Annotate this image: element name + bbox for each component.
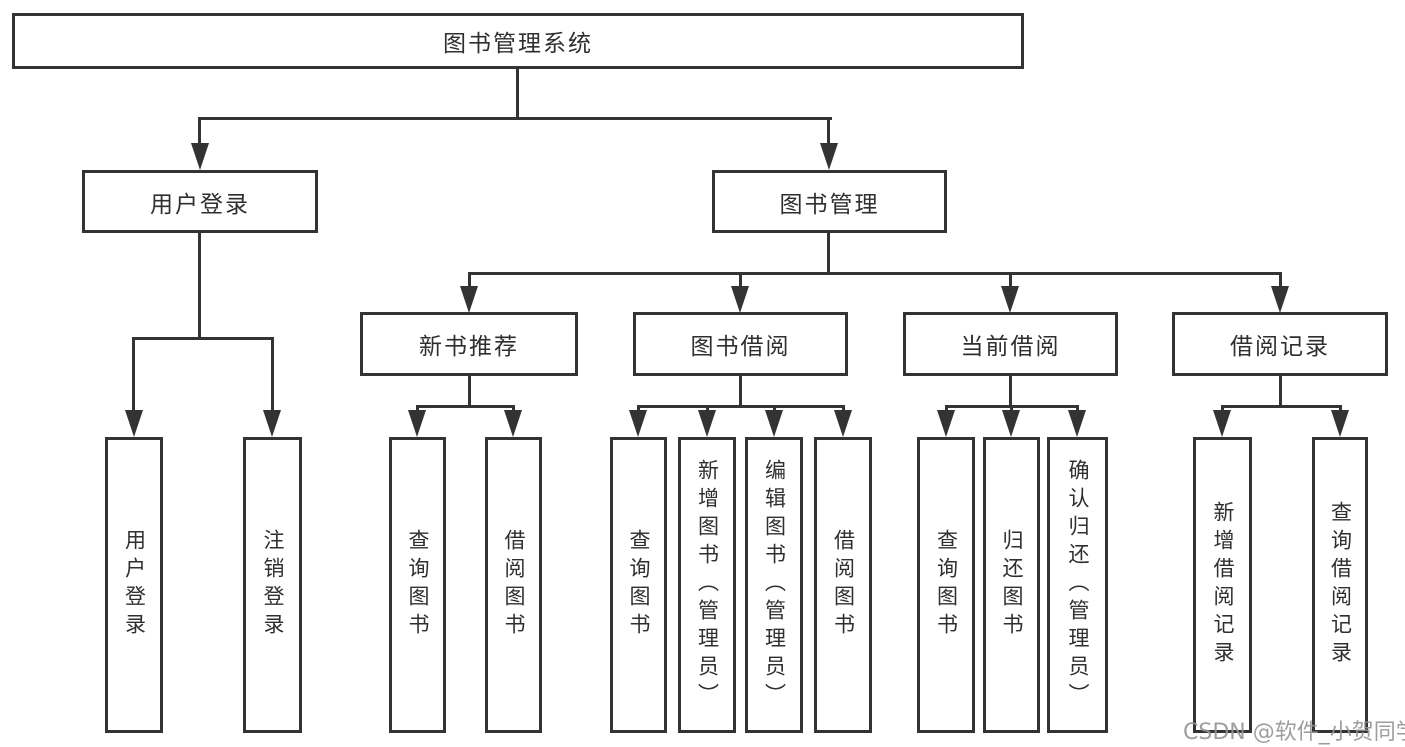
arrow-down-icon bbox=[504, 410, 522, 437]
connector-stub bbox=[739, 272, 742, 289]
node-bb-add-books-admin: 新增图书（管理员） bbox=[678, 437, 736, 733]
arrow-down-icon bbox=[834, 410, 852, 437]
arrow-down-icon bbox=[460, 286, 478, 313]
arrow-down-icon bbox=[191, 143, 209, 170]
node-borrowing-records: 借阅记录 bbox=[1172, 312, 1388, 376]
arrow-down-icon bbox=[731, 286, 749, 313]
node-cb-return-books-label: 归还图书 bbox=[1000, 529, 1024, 641]
node-root-title: 图书管理系统 bbox=[12, 13, 1024, 69]
node-book-management: 图书管理 bbox=[712, 170, 947, 233]
node-br-add-record-label: 新增借阅记录 bbox=[1211, 501, 1235, 669]
node-rec-borrow-books: 借阅图书 bbox=[485, 437, 542, 733]
connector-stub bbox=[945, 405, 948, 413]
node-br-add-record: 新增借阅记录 bbox=[1193, 437, 1252, 733]
node-bb-borrow-books: 借阅图书 bbox=[814, 437, 872, 733]
connector-stub bbox=[132, 337, 135, 412]
node-logout-leaf-label: 注销登录 bbox=[261, 529, 285, 641]
node-rec-query-books: 查询图书 bbox=[389, 437, 446, 733]
arrow-down-icon bbox=[629, 410, 647, 437]
node-root-label: 图书管理系统 bbox=[443, 31, 593, 57]
node-bb-edit-books-admin: 编辑图书（管理员） bbox=[745, 437, 803, 733]
connector-user-login-rail bbox=[132, 337, 274, 340]
arrow-down-icon bbox=[698, 410, 716, 437]
node-cb-query-books-label: 查询图书 bbox=[934, 529, 959, 641]
connector-stub bbox=[512, 405, 515, 413]
connector-stub bbox=[468, 272, 471, 289]
node-borrowing-records-label: 借阅记录 bbox=[1230, 334, 1330, 360]
arrow-down-icon bbox=[820, 143, 838, 170]
arrow-down-icon bbox=[1213, 410, 1231, 437]
node-bb-add-books-admin-label: 新增图书（管理员） bbox=[695, 459, 720, 711]
node-rec-query-books-label: 查询图书 bbox=[406, 529, 430, 641]
node-bb-edit-books-admin-label: 编辑图书（管理员） bbox=[762, 459, 787, 711]
node-logout-leaf: 注销登录 bbox=[243, 437, 302, 733]
node-user-login-leaf: 用户登录 bbox=[105, 437, 163, 733]
connector-level3-rail bbox=[468, 272, 1282, 275]
connector-rail bbox=[1221, 405, 1342, 408]
csdn-watermark: CSDN @软件_小贺同学 bbox=[1183, 720, 1405, 745]
connector-stub bbox=[842, 405, 845, 413]
arrow-down-icon bbox=[1331, 410, 1349, 437]
node-cb-query-books: 查询图书 bbox=[917, 437, 975, 733]
connector-stem bbox=[1279, 376, 1282, 408]
connector-stem bbox=[468, 376, 471, 408]
connector-stub bbox=[1221, 405, 1224, 413]
connector-user-login-stem bbox=[198, 233, 201, 340]
connector-rail bbox=[416, 405, 515, 408]
connector-stub bbox=[1279, 272, 1282, 289]
arrow-down-icon bbox=[937, 410, 955, 437]
node-user-login-label: 用户登录 bbox=[150, 191, 250, 218]
node-current-borrowing: 当前借阅 bbox=[903, 312, 1118, 376]
connector-stub bbox=[1009, 272, 1012, 289]
connector-level2-rail bbox=[198, 117, 832, 120]
connector-root-stem bbox=[516, 69, 519, 120]
node-cb-return-books: 归还图书 bbox=[983, 437, 1040, 733]
node-br-query-record-label: 查询借阅记录 bbox=[1328, 501, 1353, 669]
arrow-down-icon bbox=[1271, 286, 1289, 313]
connector-stub bbox=[827, 117, 830, 146]
connector-stub bbox=[416, 405, 419, 413]
node-new-book-recommend: 新书推荐 bbox=[360, 312, 578, 376]
node-user-login-leaf-label: 用户登录 bbox=[122, 529, 147, 641]
node-bb-borrow-books-label: 借阅图书 bbox=[831, 529, 856, 641]
arrow-down-icon bbox=[125, 410, 143, 437]
arrow-down-icon bbox=[408, 410, 426, 437]
connector-stub bbox=[1076, 405, 1079, 413]
arrow-down-icon bbox=[1068, 410, 1086, 437]
connector-stub bbox=[637, 405, 640, 413]
node-cb-confirm-return-admin: 确认归还（管理员） bbox=[1047, 437, 1108, 733]
node-br-query-record: 查询借阅记录 bbox=[1312, 437, 1368, 733]
node-new-book-recommend-label: 新书推荐 bbox=[419, 334, 519, 360]
connector-stem bbox=[1009, 376, 1012, 408]
connector-stub bbox=[198, 117, 201, 146]
node-book-borrowing-label: 图书借阅 bbox=[690, 334, 791, 360]
connector-stub bbox=[271, 337, 274, 412]
node-rec-borrow-books-label: 借阅图书 bbox=[502, 529, 526, 641]
connector-stub bbox=[773, 405, 776, 413]
arrow-down-icon bbox=[1001, 286, 1019, 313]
connector-book-mgmt-stem bbox=[827, 233, 830, 274]
connector-stub bbox=[1010, 405, 1013, 413]
arrow-down-icon bbox=[263, 410, 281, 437]
node-bb-query-books-label: 查询图书 bbox=[627, 529, 651, 641]
node-book-borrowing: 图书借阅 bbox=[633, 312, 848, 376]
arrow-down-icon bbox=[1002, 410, 1020, 437]
node-book-management-label: 图书管理 bbox=[779, 191, 880, 218]
connector-rail bbox=[637, 405, 845, 408]
connector-stem bbox=[739, 376, 742, 408]
connector-stub bbox=[706, 405, 709, 413]
arrow-down-icon bbox=[765, 410, 783, 437]
node-cb-confirm-return-admin-label: 确认归还（管理员） bbox=[1066, 459, 1090, 711]
node-bb-query-books: 查询图书 bbox=[610, 437, 667, 733]
connector-stub bbox=[1339, 405, 1342, 413]
node-current-borrowing-label: 当前借阅 bbox=[960, 334, 1061, 360]
node-user-login: 用户登录 bbox=[82, 170, 318, 233]
